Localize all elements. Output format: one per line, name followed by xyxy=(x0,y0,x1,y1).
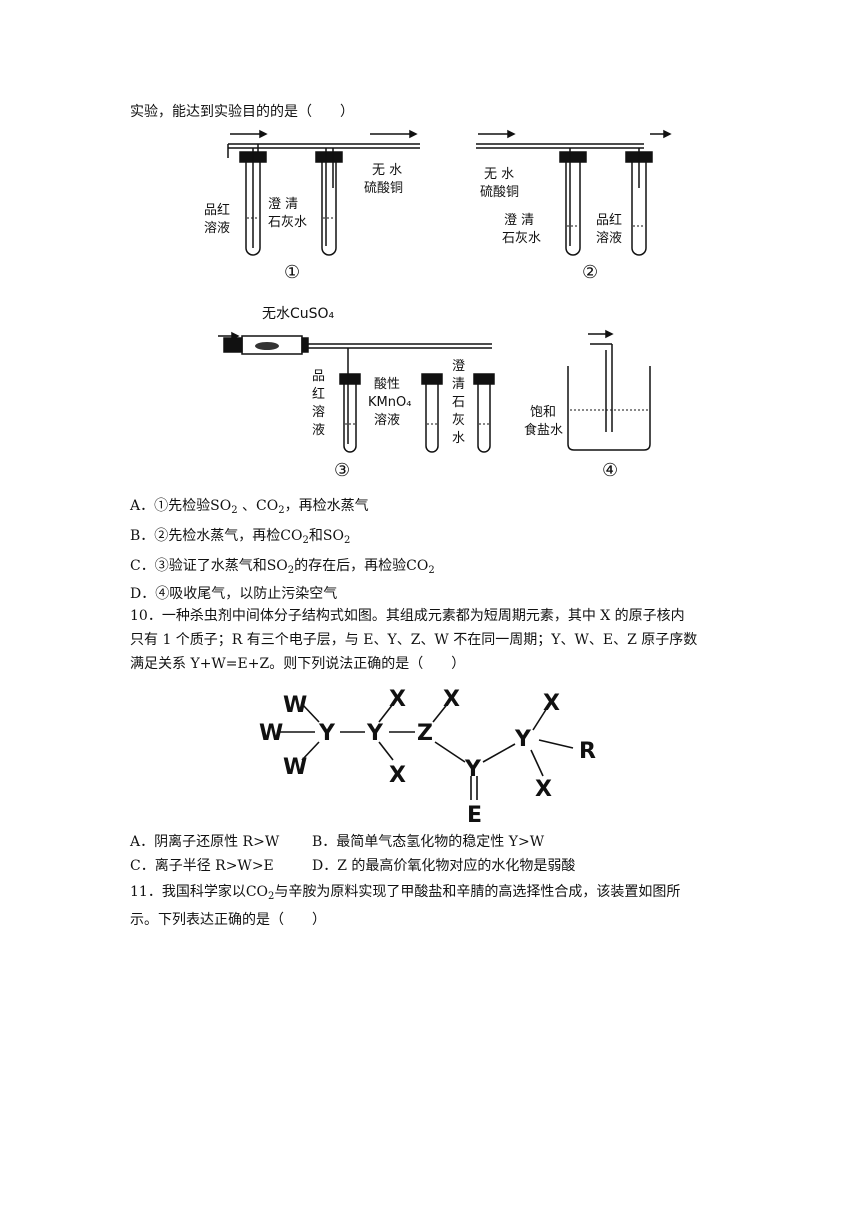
q10-option-c[interactable]: C．离子半径 R>W>E xyxy=(130,858,274,874)
label-v-rong: 溶 xyxy=(312,405,325,420)
label-wushui-2: 无 水 xyxy=(484,167,514,182)
atom-y-2: Y xyxy=(366,721,384,746)
label-baohe: 饱和 xyxy=(530,405,556,420)
label-shihuishui: 石灰水 xyxy=(268,215,307,230)
label-v-hong: 红 xyxy=(312,386,325,402)
label-v-shi: 石 xyxy=(452,395,465,410)
label-shihuishui-2: 石灰水 xyxy=(502,231,541,246)
q11-line-1: 11．我国科学家以CO2与辛胺为原料实现了甲酸盐和辛腈的高选择性合成，该装置如图… xyxy=(130,884,681,902)
label-v-qing: 清 xyxy=(452,377,465,392)
label-v-pin: 品 xyxy=(312,369,325,384)
label-v-shui: 水 xyxy=(452,431,465,446)
atom-r: R xyxy=(579,739,596,764)
label-wushui: 无 水 xyxy=(372,163,402,178)
atom-z: Z xyxy=(417,721,433,746)
label-chengqing: 澄 清 xyxy=(268,197,298,212)
figure-number-3: ③ xyxy=(334,460,350,481)
atom-x-2: X xyxy=(389,763,406,788)
atom-w-left: W xyxy=(259,721,283,746)
atom-w-top: W xyxy=(283,693,307,718)
label-pinhong: 品红 xyxy=(204,202,230,218)
q11-line-2: 示。下列表达正确的是（ ） xyxy=(130,912,326,928)
apparatus-figure-2: 无 水 硫酸铜 澄 清 石灰水 品红 溶液 ② xyxy=(476,129,672,283)
label-chengqing-2: 澄 清 xyxy=(504,213,534,228)
label-v-cheng: 澄 xyxy=(452,359,465,374)
atom-y-1: Y xyxy=(318,721,336,746)
label-rongye: 溶液 xyxy=(204,221,230,236)
q10-option-d[interactable]: D．Z 的最高价氧化物对应的水化物是弱酸 xyxy=(312,858,576,874)
q10-line-3: 满足关系 Y+W=E+Z。则下列说法正确的是（ ） xyxy=(130,656,466,672)
atom-y-4: Y xyxy=(514,727,532,752)
atom-x-5: X xyxy=(535,777,552,802)
label-kmno4-rongye: 溶液 xyxy=(374,413,400,428)
question-intro: 实验，能达到实验目的的是（ ） xyxy=(130,104,354,120)
label-liusuantong: 硫酸铜 xyxy=(364,181,403,196)
option-a[interactable]: A．①先检验SO2 、CO2，再检水蒸气 xyxy=(130,498,369,516)
atom-x-1: X xyxy=(389,687,406,712)
figure-number-4: ④ xyxy=(602,460,618,481)
option-c[interactable]: C．③验证了水蒸气和SO2的存在后，再检验CO2 xyxy=(130,558,435,576)
atom-y-3: Y xyxy=(464,757,482,782)
q10-line-2: 只有 1 个质子；R 有三个电子层，与 E、Y、Z、W 不在同一周期；Y、W、E… xyxy=(130,632,698,648)
label-kmno4: KMnO₄ xyxy=(368,395,411,410)
label-rongye-2: 溶液 xyxy=(596,231,622,246)
atom-x-4: X xyxy=(543,691,560,716)
label-v-ye: 液 xyxy=(312,423,325,438)
apparatus-figure-4: 饱和 食盐水 ④ xyxy=(524,329,651,481)
apparatus-figure-1: 品红 溶液 澄 清 石灰水 无 水 硫酸铜 ① xyxy=(204,129,420,283)
label-liusuantong-2: 硫酸铜 xyxy=(480,185,519,200)
atom-x-3: X xyxy=(443,687,460,712)
atom-w-bottom: W xyxy=(283,755,307,780)
figure-number-1: ① xyxy=(284,262,300,283)
figure-number-2: ② xyxy=(582,262,598,283)
option-b[interactable]: B．②先检水蒸气，再检CO2和SO2 xyxy=(130,528,351,546)
apparatus-figure-3: 无水CuSO₄ 品 红 溶 液 酸性 KMnO₄ 溶液 澄 清 石 灰 水 ③ xyxy=(218,306,495,481)
q10-line-1: 10．一种杀虫剂中间体分子结构式如图。其组成元素都为短周期元素，其中 X 的原子… xyxy=(130,608,685,624)
label-cuso4: 无水CuSO₄ xyxy=(262,306,335,322)
atom-e: E xyxy=(467,803,482,825)
option-d[interactable]: D．④吸收尾气，以防止污染空气 xyxy=(130,586,338,602)
label-shiyanshui: 食盐水 xyxy=(524,422,563,438)
q10-option-b[interactable]: B．最简单气态氢化物的稳定性 Y>W xyxy=(312,834,545,850)
q10-option-a[interactable]: A．阴离子还原性 R>W xyxy=(130,834,280,850)
molecule-structure: W W W Y Y X X Z X Y E Y X R X xyxy=(259,687,596,825)
label-suanxing: 酸性 xyxy=(374,377,400,392)
label-v-hui: 灰 xyxy=(452,413,465,428)
label-pinhong-2: 品红 xyxy=(596,212,622,228)
